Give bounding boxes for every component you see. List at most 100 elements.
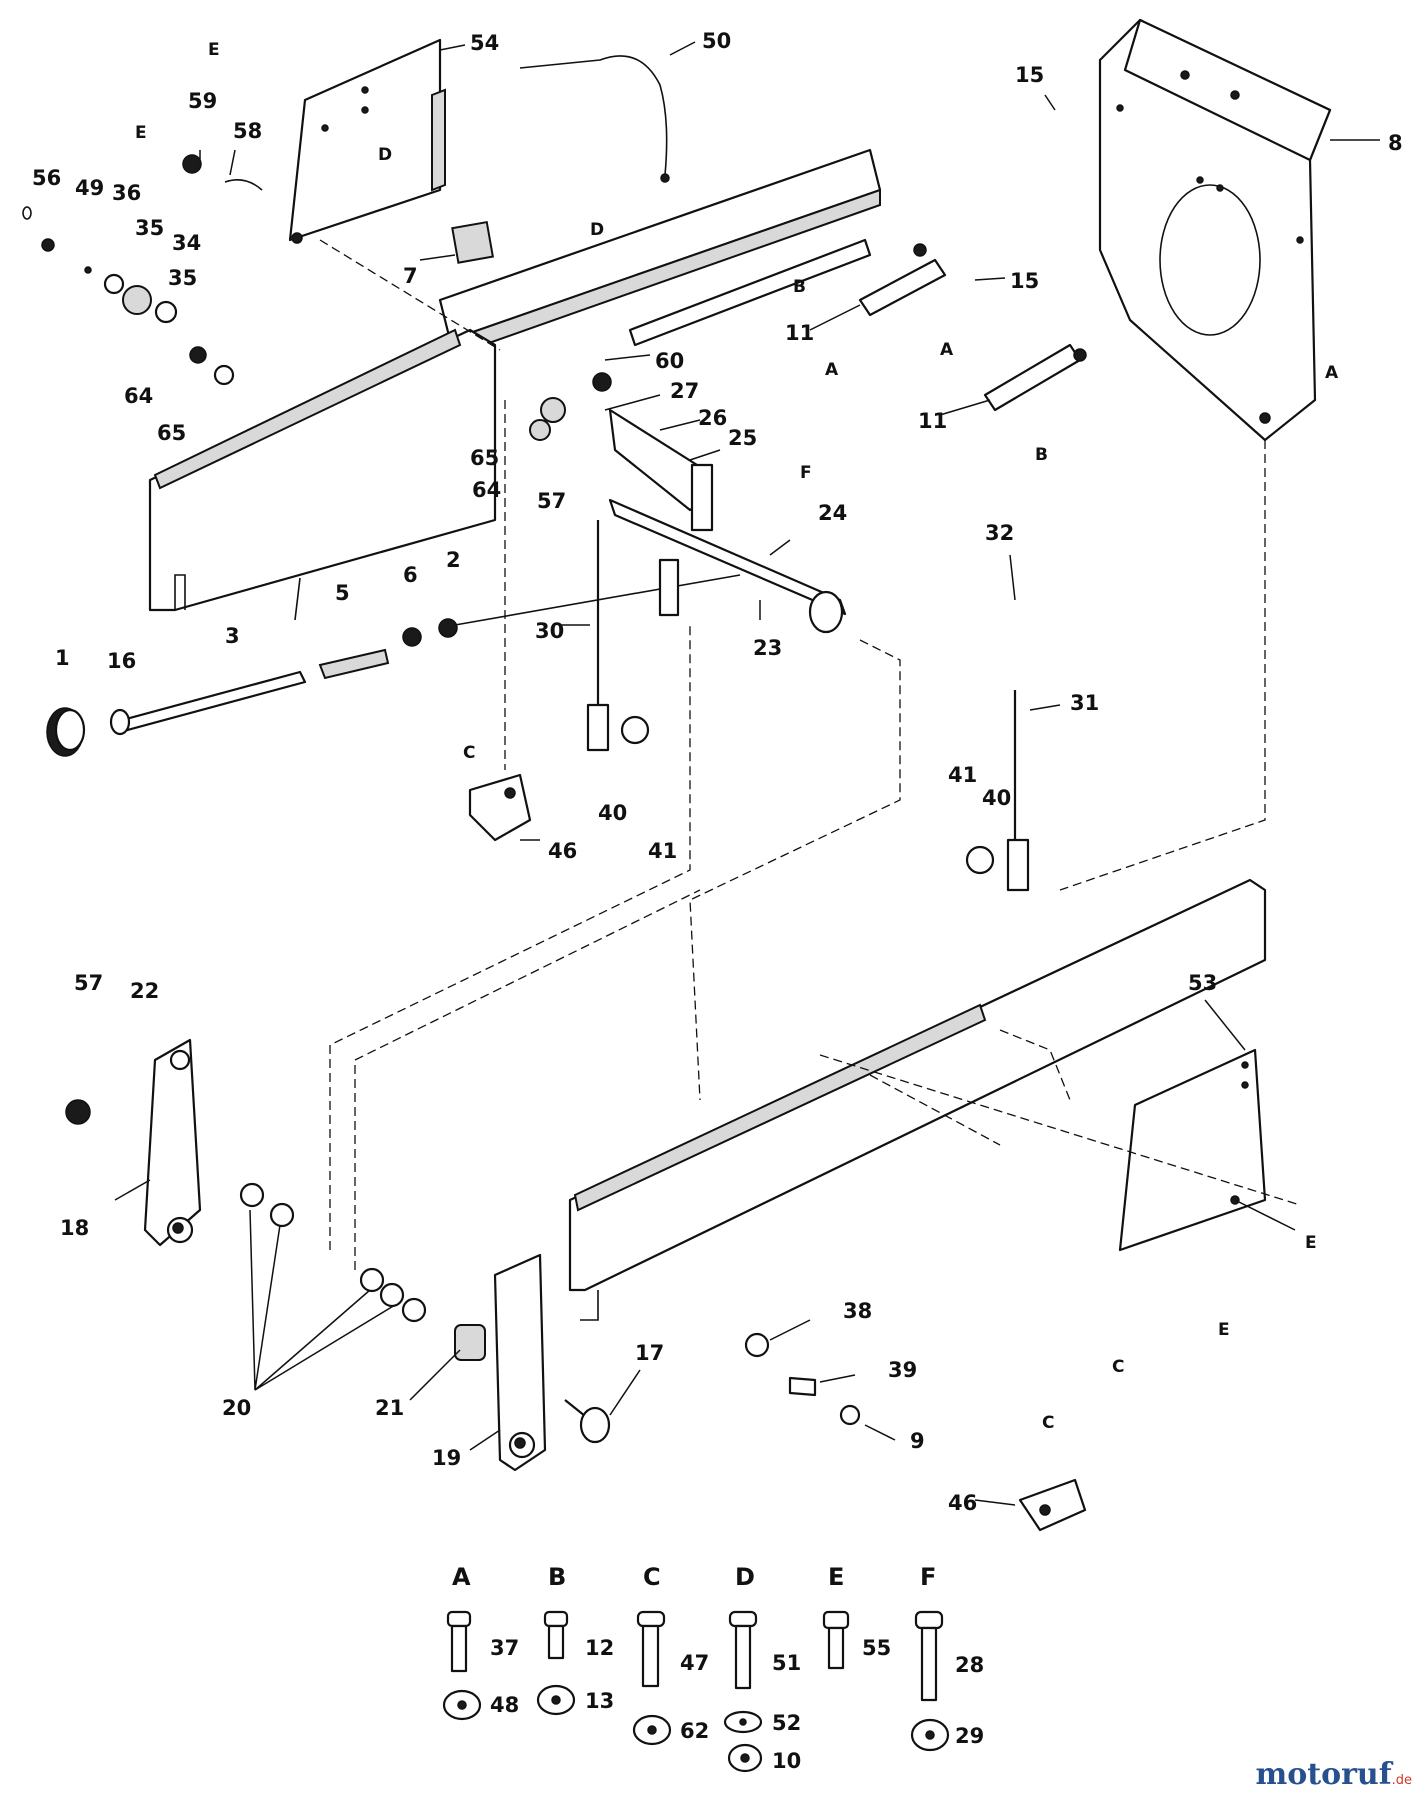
rear-mounting-plate <box>1098 18 1332 442</box>
callout-26: 26 <box>698 406 727 430</box>
callout-57-lower: 57 <box>74 971 103 995</box>
callout-40-left: 40 <box>598 801 627 825</box>
callout-23: 23 <box>753 636 782 660</box>
key-c-nut-label: 62 <box>680 1719 709 1743</box>
key-d-bolt-icon <box>728 1610 758 1690</box>
key-c-bolt-icon <box>636 1610 666 1688</box>
callout-6: 6 <box>403 563 418 587</box>
key-b-nut-icon <box>536 1684 576 1716</box>
upper-left-side-plate <box>288 38 446 244</box>
logo-text: motoruf <box>1255 1757 1392 1792</box>
callout-3: 3 <box>225 624 240 648</box>
letter-a1: A <box>825 360 839 380</box>
callout-20: 20 <box>222 1396 251 1420</box>
letter-f1: F <box>800 463 812 483</box>
callout-18: 18 <box>60 1216 89 1240</box>
key-d-bolt-label: 51 <box>772 1651 801 1675</box>
spacer-washers <box>239 1182 486 1361</box>
key-b-bolt-label: 12 <box>585 1636 614 1660</box>
callout-labels: 54 50 15 8 59 58 56 49 36 35 34 35 64 65… <box>32 29 1403 1515</box>
hinge-bracket-lower <box>983 343 1087 412</box>
leader-lines <box>114 41 1380 1506</box>
hinge-bracket-upper <box>858 243 947 317</box>
key-b-nut-label: 13 <box>585 1689 614 1713</box>
callout-54: 54 <box>470 31 499 55</box>
callout-21: 21 <box>375 1396 404 1420</box>
callout-7: 7 <box>403 264 418 288</box>
letter-a3: A <box>1325 363 1339 383</box>
small-bracket-46-lower <box>1018 1478 1087 1532</box>
callout-19: 19 <box>432 1446 461 1470</box>
key-d-washer-label: 52 <box>772 1711 801 1735</box>
key-a-bolt-label: 37 <box>490 1636 519 1660</box>
key-f-nut-icon <box>910 1718 950 1752</box>
pivot-bolt-17 <box>564 1399 611 1444</box>
key-a-bolt-icon <box>446 1610 472 1673</box>
key-f-bolt-icon <box>914 1610 944 1702</box>
callout-8: 8 <box>1388 131 1403 155</box>
letter-c2: C <box>1112 1357 1124 1377</box>
callout-1: 1 <box>55 646 70 670</box>
key-letter-e: E <box>828 1563 844 1591</box>
left-frame-rail <box>148 328 497 612</box>
key-letter-d: D <box>735 1563 755 1591</box>
callout-30: 30 <box>535 619 564 643</box>
vertical-links <box>586 520 1030 892</box>
callout-39: 39 <box>888 1358 917 1382</box>
callout-60: 60 <box>655 349 684 373</box>
callout-15-top: 15 <box>1015 63 1044 87</box>
callout-32: 32 <box>985 521 1014 545</box>
callout-53: 53 <box>1188 971 1217 995</box>
callout-41-right: 41 <box>948 763 977 787</box>
key-e-bolt-icon <box>822 1610 850 1670</box>
key-d-nut-icon <box>727 1743 763 1773</box>
callout-5: 5 <box>335 581 350 605</box>
callout-35-lower: 35 <box>168 266 197 290</box>
callout-16-top: 16 <box>107 649 136 673</box>
callout-17: 17 <box>635 1341 664 1365</box>
callout-40-right: 40 <box>982 786 1011 810</box>
callout-46-upper: 46 <box>548 839 577 863</box>
letter-b2: B <box>1035 445 1048 465</box>
callout-36: 36 <box>112 181 141 205</box>
letter-b1: B <box>793 277 806 297</box>
callout-64-center: 64 <box>472 478 501 502</box>
cross-shaft <box>608 498 847 634</box>
callout-56: 56 <box>32 166 61 190</box>
callout-15-mid: 15 <box>1010 269 1039 293</box>
hardware-key: A 37 48 B 12 13 C 47 <box>442 1563 984 1773</box>
key-letter-f: F <box>920 1563 936 1591</box>
center-pivot-bracket <box>529 372 714 532</box>
callout-64-left: 64 <box>124 384 153 408</box>
callout-50: 50 <box>702 29 731 53</box>
letter-c3: C <box>1042 1413 1054 1433</box>
key-letter-c: C <box>643 1563 661 1591</box>
connector-letters: E E D D B A A A B F C E E C C <box>135 40 1339 1433</box>
callout-59: 59 <box>188 89 217 113</box>
letter-e1: E <box>208 40 220 60</box>
callout-27: 27 <box>670 379 699 403</box>
letter-a2: A <box>940 340 954 360</box>
cable-wire <box>519 55 670 183</box>
key-d-nut-label: 10 <box>772 1749 801 1773</box>
key-letter-a: A <box>452 1563 471 1591</box>
key-d-washer-icon <box>723 1710 763 1734</box>
upper-left-hardware <box>22 154 495 386</box>
callout-11-lower: 11 <box>918 409 947 433</box>
key-e-bolt-label: 55 <box>862 1636 891 1660</box>
key-a-nut-label: 48 <box>490 1693 519 1717</box>
key-f-bolt-label: 28 <box>955 1653 984 1677</box>
key-c-nut-icon <box>632 1714 672 1746</box>
key-letter-b: B <box>548 1563 566 1591</box>
callout-11-upper: 11 <box>785 321 814 345</box>
lower-right-side-plate <box>1118 1048 1267 1252</box>
upper-axle-bar <box>438 148 882 357</box>
letter-d1: D <box>378 145 392 165</box>
callout-38: 38 <box>843 1299 872 1323</box>
callout-2: 2 <box>446 548 461 572</box>
callout-25: 25 <box>728 426 757 450</box>
callout-35-upper: 35 <box>135 216 164 240</box>
right-lift-arm <box>493 1253 547 1472</box>
callout-9: 9 <box>910 1429 925 1453</box>
